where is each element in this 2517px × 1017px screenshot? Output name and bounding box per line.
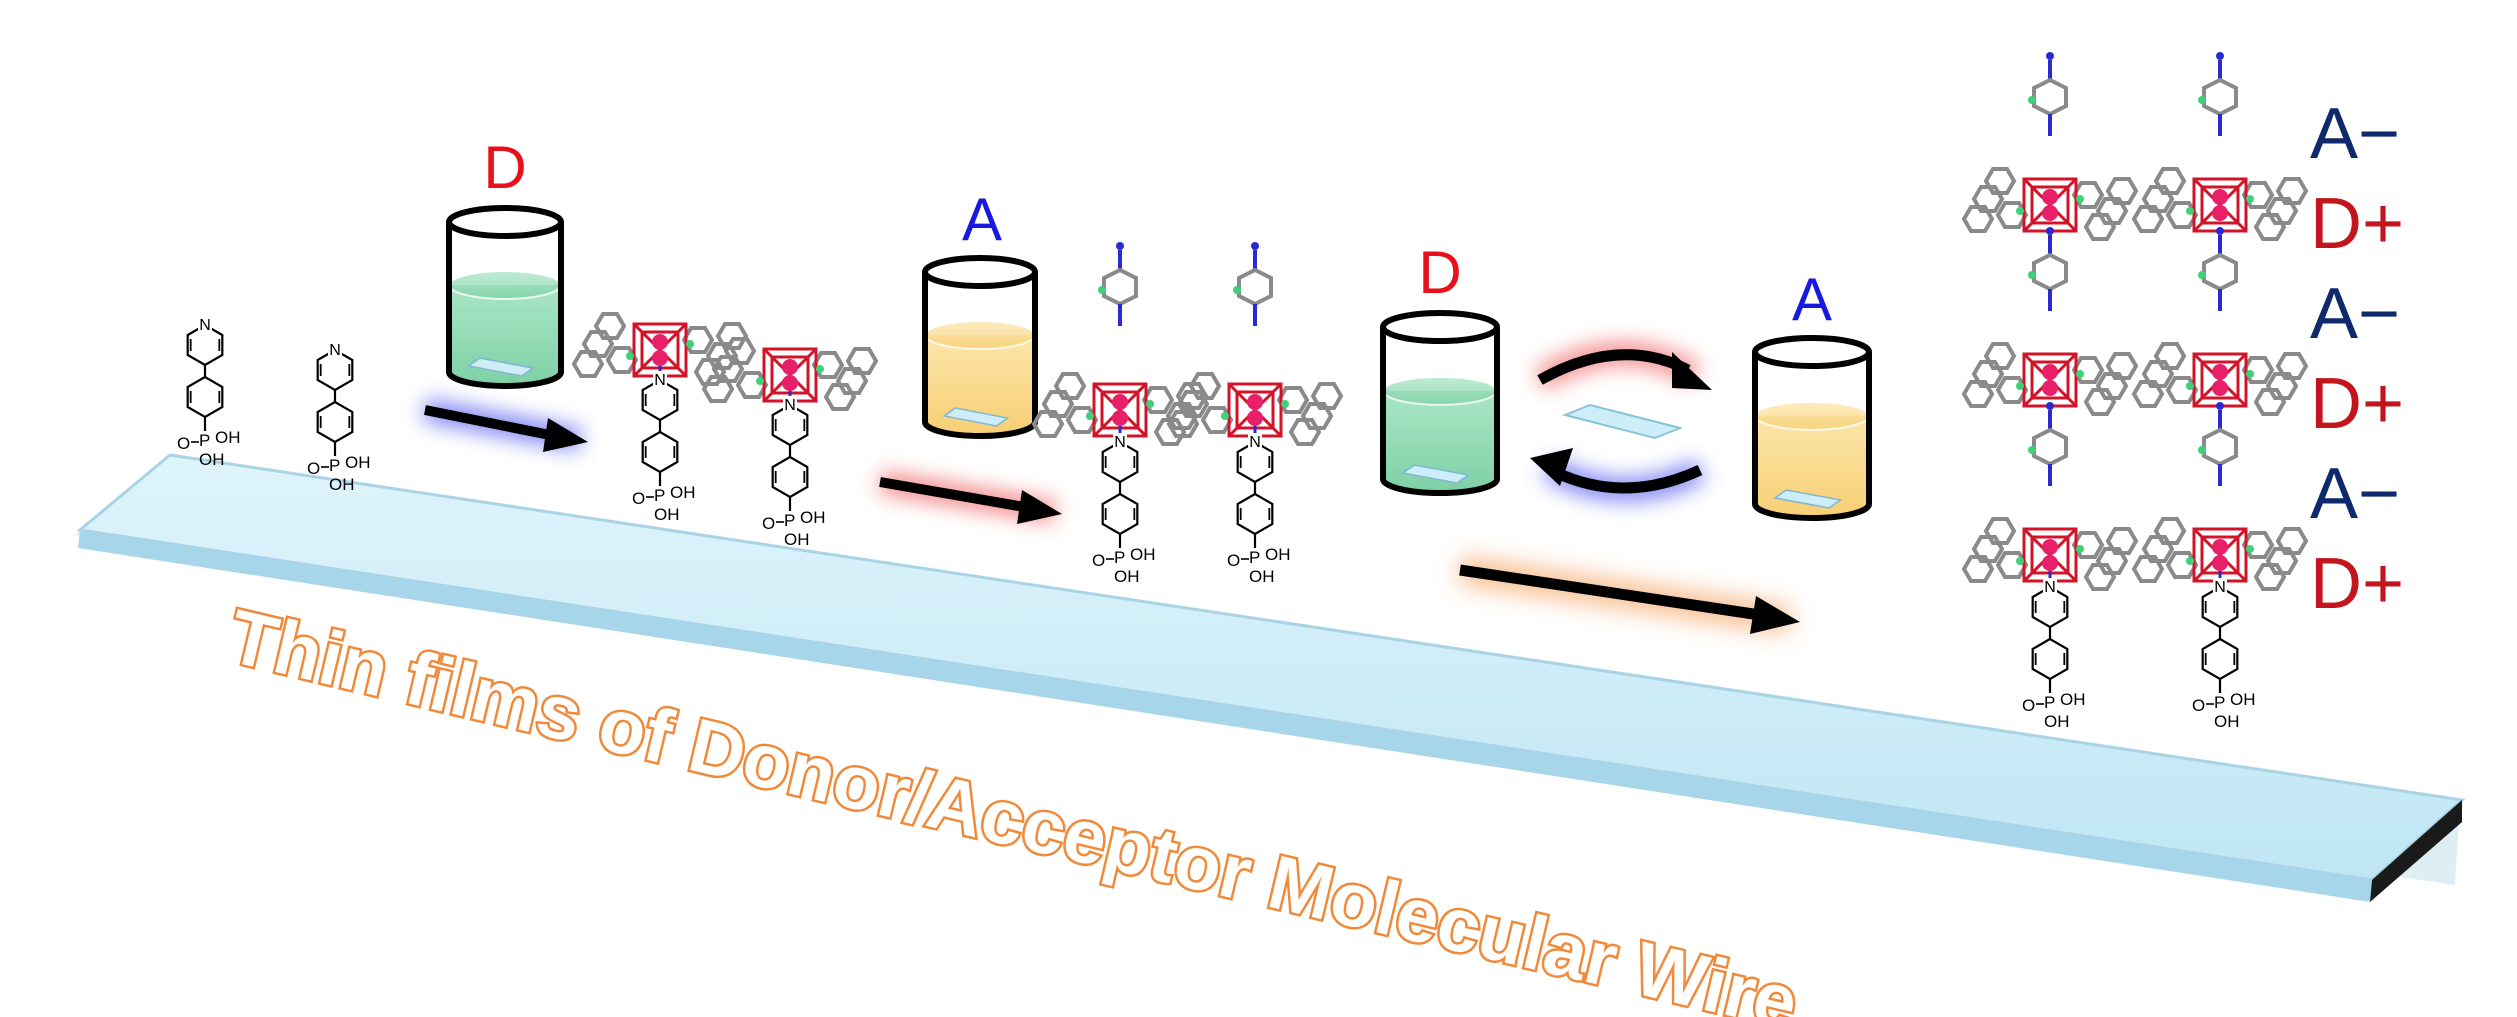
beaker-icon [1752,335,1872,521]
svg-text:P: P [199,431,210,450]
svg-text:O: O [632,489,645,508]
cycle-arrow-icon [1533,341,1712,391]
beaker-icon [922,255,1038,439]
svg-text:OH: OH [2044,712,2070,731]
substrate-slide [75,453,2466,902]
acceptor-unit [2198,52,2238,136]
donor-unit [2131,342,2309,416]
donor-unit [1961,167,2139,241]
substrate-slide-icon [1561,403,1684,440]
svg-text:O: O [2022,696,2035,715]
svg-text:OH: OH [199,450,225,469]
donor-acceptor-unit: N PO OH OH [1166,242,1344,586]
svg-text:N: N [329,342,341,359]
acceptor-label: A [1792,266,1832,333]
svg-text:N: N [654,372,666,389]
svg-text:OH: OH [1265,545,1291,564]
arrow-icon [878,471,1062,524]
svg-text:OH: OH [670,483,696,502]
svg-text:OH: OH [800,508,826,527]
acceptor-unit [1233,242,1273,326]
donor-unit [1961,517,2139,591]
linker-molecule: N PO OH OH [177,316,241,469]
svg-text:O: O [177,434,190,453]
acceptor-unit [2028,227,2068,311]
acceptor-anion-label: A− [2310,274,2400,354]
acceptor-anion-label: A− [2310,94,2400,174]
donor-unit [1166,372,1344,446]
svg-text:N: N [784,397,796,414]
svg-text:P: P [2044,693,2055,712]
svg-text:P: P [1249,548,1260,567]
svg-text:OH: OH [2214,712,2240,731]
svg-text:OH: OH [329,475,355,494]
donor-label: D [483,134,526,201]
stack-labels: A− D+ A− D+ A− D+ [2310,94,2404,624]
svg-text:OH: OH [215,428,241,447]
svg-text:P: P [1114,548,1125,567]
arrow-icon [1458,557,1800,634]
cycle-arrow-icon [1530,448,1706,502]
svg-text:OH: OH [654,505,680,524]
svg-text:OH: OH [2230,690,2256,709]
svg-text:O: O [762,514,775,533]
svg-text:O: O [1092,551,1105,570]
svg-text:P: P [784,511,795,530]
svg-text:O: O [2192,696,2205,715]
linker-molecule: N PO OH OH [307,341,371,494]
svg-text:O: O [307,459,320,478]
svg-text:N: N [199,317,211,334]
molecular-wire-stack: N PO OH OH [2131,52,2309,731]
svg-text:N: N [2044,579,2056,596]
donor-cation-label: D+ [2310,544,2404,624]
acceptor-unit [2198,402,2238,486]
acceptor-label: A [962,186,1002,253]
acceptor-unit [2198,227,2238,311]
svg-text:P: P [654,486,665,505]
acceptor-unit [2028,402,2068,486]
donor-cation-label: D+ [2310,364,2404,444]
svg-text:N: N [1249,434,1261,451]
svg-text:OH: OH [2060,690,2086,709]
molecular-wire-stack: N PO OH OH [1961,52,2139,731]
svg-text:N: N [1114,434,1126,451]
donor-label: D [1418,239,1461,306]
svg-text:P: P [2214,693,2225,712]
svg-text:P: P [329,456,340,475]
acceptor-unit [2028,52,2068,136]
svg-text:OH: OH [1130,545,1156,564]
arrow-icon [422,399,588,452]
acceptor-anion-label: A− [2310,454,2400,534]
svg-text:OH: OH [1249,567,1275,586]
donor-cation-label: D+ [2310,184,2404,264]
svg-text:OH: OH [1114,567,1140,586]
donor-complex: N PO OH OH [701,337,879,549]
donor-unit [2131,167,2309,241]
svg-text:OH: OH [345,453,371,472]
svg-text:O: O [1227,551,1240,570]
beaker-icon [1380,310,1500,496]
svg-text:OH: OH [784,530,810,549]
acceptor-unit [1098,242,1138,326]
donor-unit [701,337,879,411]
donor-complex: N PO OH OH [571,312,749,524]
beaker-icon [446,205,564,389]
svg-text:N: N [2214,579,2226,596]
